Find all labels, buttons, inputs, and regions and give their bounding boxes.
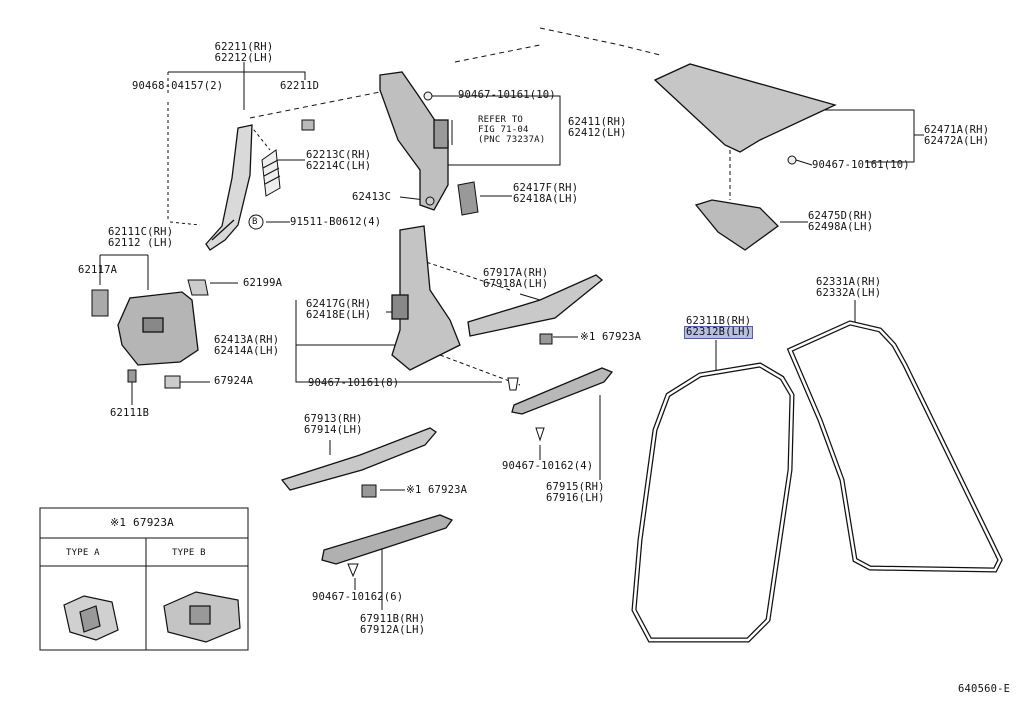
label-67911b: 67911B(RH)67912A(LH) (360, 613, 426, 636)
label-62211d: 62211D (280, 80, 320, 92)
label-90467-4: 90467-10162(4) (502, 460, 594, 472)
label-62312b-highlighted[interactable]: 62312B(LH) (683, 326, 754, 339)
label-90467-6: 90467-10162(6) (312, 591, 404, 603)
label-62413a: 62413A(RH)62414A(LH) (214, 334, 280, 357)
label-67924a: 67924A (214, 375, 254, 387)
label-90467-10: 90467-10161(10) (458, 89, 556, 101)
legend-type-b: TYPE B (172, 548, 206, 558)
clip-62117a (91, 289, 109, 317)
figure-number: 640560-E (958, 683, 1011, 695)
label-90467-10b: 90467-10161(10) (812, 159, 910, 171)
label-62413c: 62413C (352, 191, 392, 203)
legend-title: ※1 67923A (110, 516, 174, 529)
label-62211: 62211(RH)62212(LH) (214, 41, 274, 64)
clip-62211d (301, 119, 315, 131)
label-62471a: 62471A(RH)62472A(LH) (924, 124, 990, 147)
label-62111c: 62111C(RH)62112 (LH) (108, 226, 174, 249)
legend-type-a: TYPE A (66, 548, 100, 558)
label-90467-8: 90467-10161(8) (308, 377, 400, 389)
label-67923a-right: ※1 67923A (580, 331, 642, 343)
legend-box-frame (39, 507, 249, 651)
b-marker-letter: B (252, 217, 258, 227)
label-67915: 67915(RH)67916(LH) (546, 481, 605, 504)
label-67917a: 67917A(RH)67918A(LH) (483, 267, 549, 290)
label-62411: 62411(RH)62412(LH) (568, 116, 627, 139)
label-62213c: 62213C(RH)62214C(LH) (306, 149, 372, 172)
label-62311b: 62311B(RH) (686, 315, 752, 327)
label-62111b: 62111B (110, 407, 150, 419)
label-90468: 90468-04157(2) (132, 80, 224, 92)
label-67913: 67913(RH)67914(LH) (304, 413, 363, 436)
label-62417f: 62417F(RH)62418A(LH) (513, 182, 579, 205)
label-67923a-lower: ※1 67923A (406, 484, 468, 496)
label-62117a: 62117A (78, 264, 118, 276)
label-62199a: 62199A (243, 277, 283, 289)
label-62331a: 62331A(RH)62332A(LH) (816, 276, 882, 299)
b-marker-circle (248, 214, 264, 230)
label-91511: 91511-B0612(4) (290, 216, 382, 228)
label-62417g: 62417G(RH)62418E(LH) (306, 298, 372, 321)
label-62475d: 62475D(RH)62498A(LH) (808, 210, 874, 233)
